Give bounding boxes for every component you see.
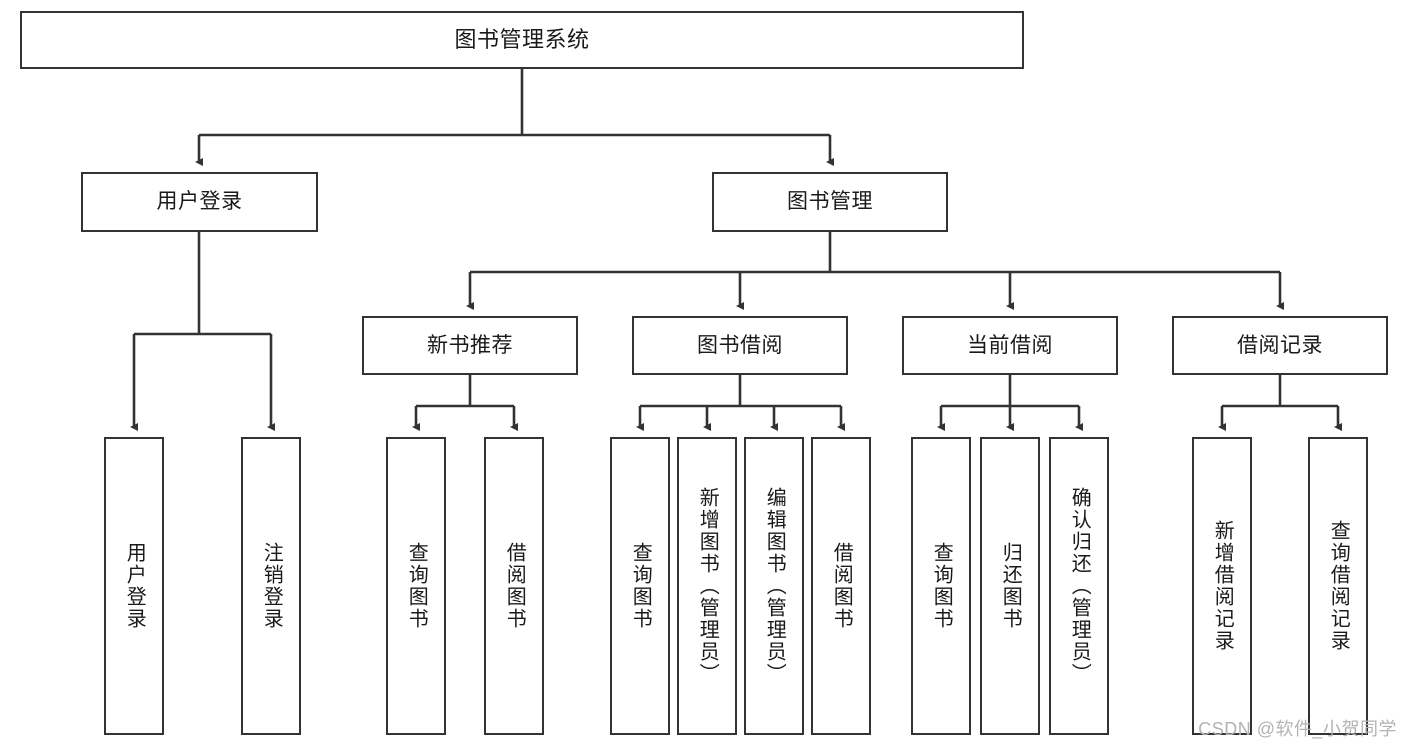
node-label: 图书管理: [787, 190, 873, 214]
csdn-watermark: CSDN @软件_小贺同学: [1198, 719, 1397, 739]
node-root-system[interactable]: 图书管理系统: [20, 11, 1024, 69]
node-book-borrow[interactable]: 图书借阅: [632, 316, 848, 375]
leaf-add-borrow-record[interactable]: 新增借阅记录: [1192, 437, 1252, 735]
leaf-borrow-book-recommend[interactable]: 借阅图书: [484, 437, 544, 735]
edge-root-to-level2: [195, 69, 834, 166]
leaf-query-book-borrow[interactable]: 查询图书: [610, 437, 670, 735]
node-label: 借阅记录: [1237, 333, 1323, 357]
node-new-book-recommend[interactable]: 新书推荐: [362, 316, 578, 375]
leaf-user-login[interactable]: 用户登录: [104, 437, 164, 735]
leaf-confirm-return-admin[interactable]: 确认归还（管理员）: [1049, 437, 1109, 735]
node-label: 新增图书（管理员）: [696, 487, 719, 685]
node-label: 查询图书: [629, 542, 652, 630]
node-label: 查询图书: [930, 542, 953, 630]
node-user-login[interactable]: 用户登录: [81, 172, 318, 232]
node-label: 图书管理系统: [454, 26, 590, 52]
edge-current-borrow-to-leaves: [937, 375, 1083, 431]
node-label: 查询图书: [405, 542, 428, 630]
leaf-edit-book-admin[interactable]: 编辑图书（管理员）: [744, 437, 804, 735]
leaf-query-book-current[interactable]: 查询图书: [911, 437, 971, 735]
node-current-borrow[interactable]: 当前借阅: [902, 316, 1118, 375]
node-label: 用户登录: [123, 542, 146, 630]
leaf-logout-login[interactable]: 注销登录: [241, 437, 301, 735]
node-label: 编辑图书（管理员）: [763, 487, 786, 685]
edge-user-login-to-leaves: [130, 232, 275, 431]
node-label: 新书推荐: [427, 333, 513, 357]
node-label: 确认归还（管理员）: [1068, 487, 1091, 685]
leaf-add-book-admin[interactable]: 新增图书（管理员）: [677, 437, 737, 735]
edge-book-borrow-to-leaves: [636, 375, 845, 431]
leaf-query-book-recommend[interactable]: 查询图书: [386, 437, 446, 735]
node-label: 借阅图书: [830, 542, 853, 630]
node-label: 归还图书: [999, 542, 1022, 630]
node-book-management[interactable]: 图书管理: [712, 172, 948, 232]
edge-borrow-record-to-leaves: [1218, 375, 1342, 431]
edge-book-management-to-level3: [466, 232, 1284, 310]
node-label: 注销登录: [260, 542, 283, 630]
node-label: 当前借阅: [967, 333, 1053, 357]
node-label: 借阅图书: [503, 542, 526, 630]
node-label: 图书借阅: [697, 333, 783, 357]
node-label: 用户登录: [156, 190, 243, 214]
node-label: 新增借阅记录: [1211, 520, 1234, 652]
edge-new-book-recommend-to-leaves: [412, 375, 518, 431]
node-label: 查询借阅记录: [1327, 520, 1350, 652]
leaf-return-book[interactable]: 归还图书: [980, 437, 1040, 735]
leaf-borrow-book[interactable]: 借阅图书: [811, 437, 871, 735]
node-borrow-record[interactable]: 借阅记录: [1172, 316, 1388, 375]
leaf-query-borrow-record[interactable]: 查询借阅记录: [1308, 437, 1368, 735]
